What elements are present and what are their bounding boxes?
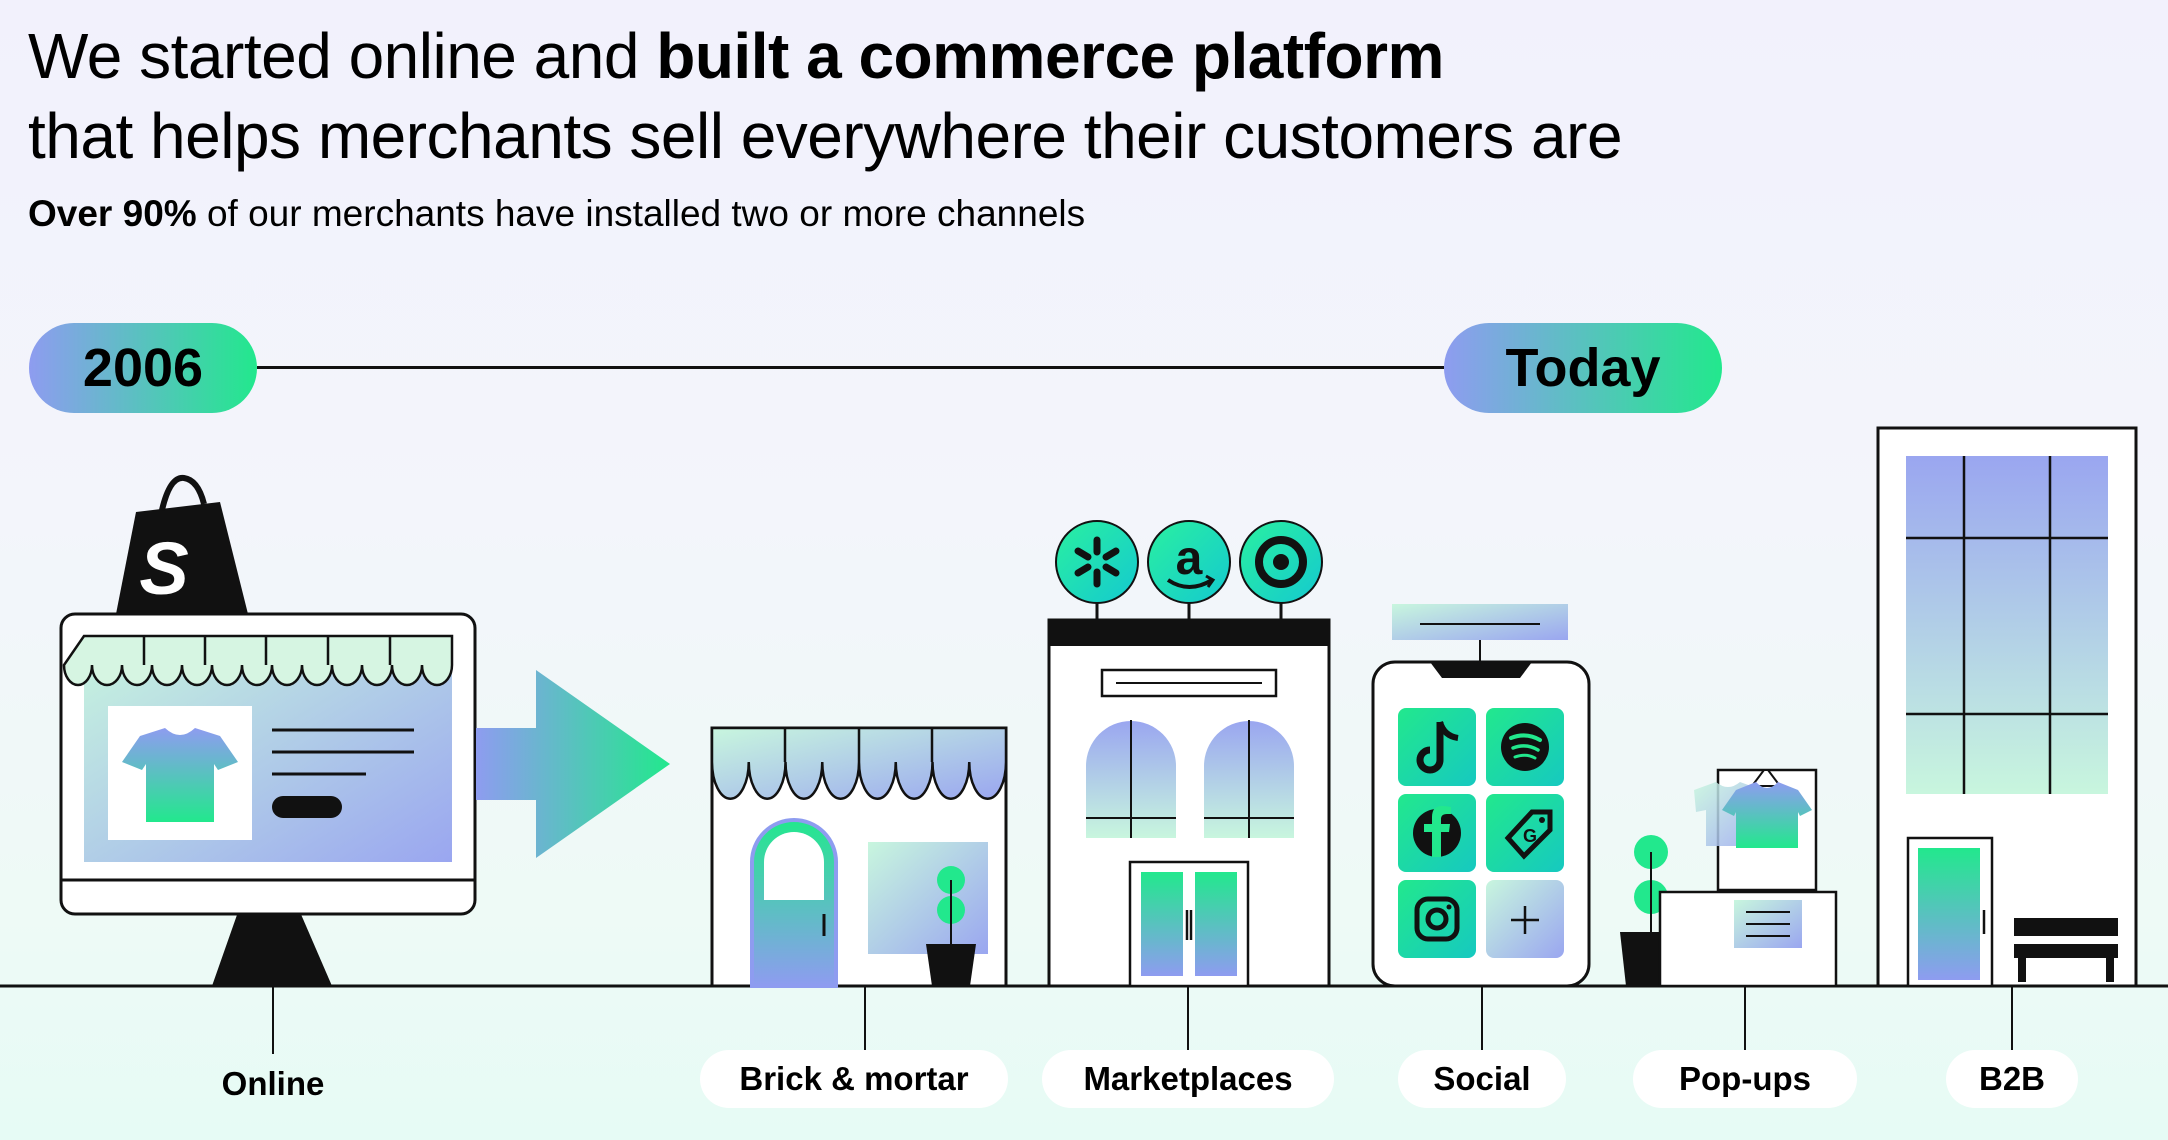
google-shopping-tag-icon: G [1486,794,1564,872]
online-monitor [59,612,477,986]
channel-label-brick-and-mortar: Brick & mortar [700,1050,1008,1108]
svg-text:a: a [1176,532,1203,585]
target-icon [1239,520,1323,604]
shopify-bag-icon: S [116,474,248,614]
channel-label-marketplaces: Marketplaces [1042,1050,1334,1108]
timeline-start-pill: 2006 [29,323,257,413]
walmart-spark-icon [1055,520,1139,604]
headline-line1-regular: We started online and [28,20,657,92]
channel-label-b2b: B2B [1946,1050,2078,1108]
subhead-highlight: Over 90% [28,193,197,234]
headline-line2: that helps merchants sell everywhere the… [28,100,1623,172]
tiktok-icon [1398,708,1476,786]
svg-text:G: G [1523,826,1537,846]
timeline-line [257,366,1444,369]
headline: We started online and built a commerce p… [28,16,1623,176]
channel-label-social: Social [1398,1050,1566,1108]
svg-text:S: S [139,527,188,610]
label-stems [272,986,2013,1054]
plus-icon [1486,880,1564,958]
tshirt-icon [122,728,238,822]
b2b-building [1876,426,2138,988]
instagram-icon [1398,880,1476,958]
headline-line1-bold: built a commerce platform [656,20,1444,92]
subhead-text: of our merchants have installed two or m… [196,193,1086,234]
spotify-icon [1486,708,1564,786]
channel-label-popups: Pop-ups [1633,1050,1857,1108]
popup-stand [1620,768,1838,988]
subhead: Over 90% of our merchants have installed… [28,190,1085,238]
brick-and-mortar-store [710,726,1008,988]
amazon-icon: a [1147,520,1231,604]
facebook-icon [1398,794,1476,872]
arrow-icon [476,670,670,858]
tshirt-icon [1722,782,1812,848]
channel-label-online: Online [221,1065,325,1102]
timeline-end-pill: Today [1444,323,1722,413]
marketplaces-building [1047,590,1331,988]
